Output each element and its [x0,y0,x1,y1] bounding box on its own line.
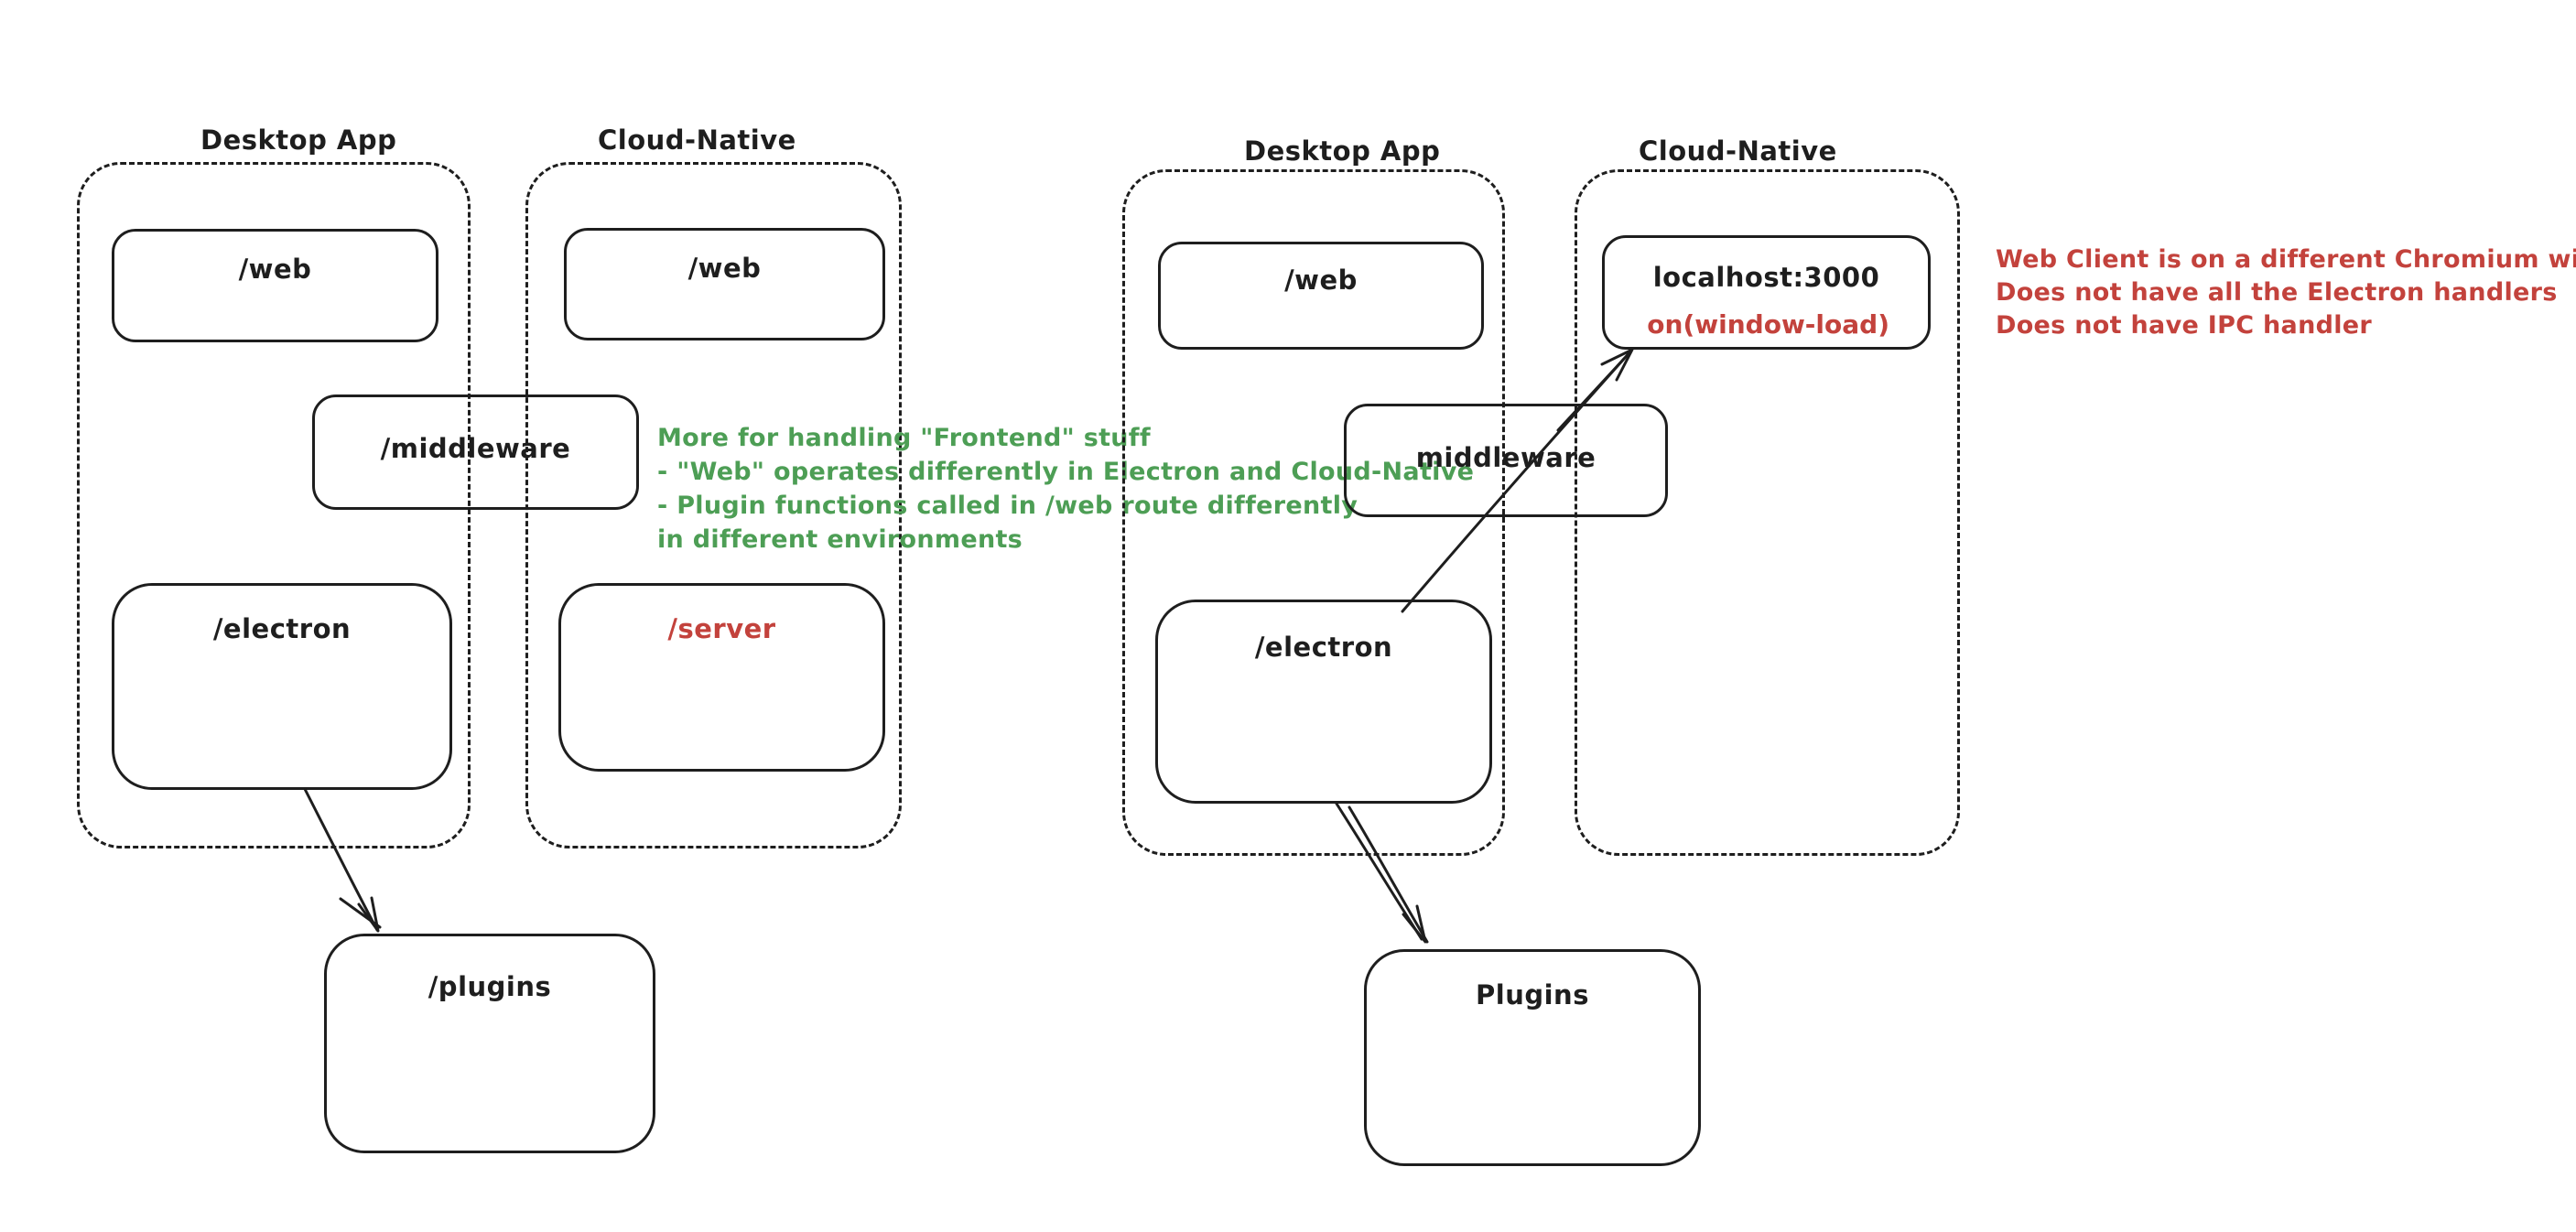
right-desktop-app-title: Desktop App [1244,135,1441,167]
right-web-label: /web [1284,265,1358,296]
red-annotation-line: Web Client is on a different Chromium wi… [1996,245,2576,274]
red-annotation: Web Client is on a different Chromium wi… [1996,243,2576,342]
left-middleware-node: /middleware [312,394,639,510]
left-electron-node: /electron [112,583,452,790]
left-electron-label: /electron [212,613,352,644]
left-desktop-app-container [77,162,471,848]
green-annotation: More for handling "Frontend" stuff - "We… [657,421,1474,557]
right-plugins-label: Plugins [1476,979,1589,1010]
left-plugins-label: /plugins [428,971,552,1002]
left-web-node: /web [112,229,438,342]
left-middleware-label: /middleware [380,433,571,464]
right-electron-label: /electron [1254,632,1393,663]
right-localhost-node: localhost:3000 on(window-load) [1602,235,1931,350]
right-cloud-native-title: Cloud-Native [1639,135,1837,167]
left-server-node: /server [558,583,885,772]
red-annotation-line: Does not have all the Electron handlers [1996,278,2558,307]
left-web-label: /web [238,254,312,285]
left-cloud-native-container [525,162,902,848]
right-electron-node: /electron [1155,600,1492,804]
right-web-node: /web [1158,242,1484,350]
left-cloud-web-label: /web [687,253,762,284]
right-middleware-label: middleware [1415,442,1596,473]
right-localhost-label: localhost:3000 [1652,262,1880,293]
right-plugins-node: Plugins [1364,949,1701,1166]
red-annotation-line: Does not have IPC handler [1996,311,2372,340]
green-annotation-line: - "Web" operates differently in Electron… [657,458,1475,486]
green-annotation-line: - Plugin functions called in /web route … [657,492,1358,520]
left-plugins-node: /plugins [324,934,655,1153]
left-server-label: /server [667,613,776,644]
right-window-load-label: on(window-load) [1647,309,1889,340]
left-cloud-native-title: Cloud-Native [598,124,796,156]
left-cloud-web-node: /web [564,228,885,340]
green-annotation-line: More for handling "Frontend" stuff [657,424,1151,452]
left-desktop-app-title: Desktop App [200,124,397,156]
green-annotation-line: in different environments [657,525,1023,554]
